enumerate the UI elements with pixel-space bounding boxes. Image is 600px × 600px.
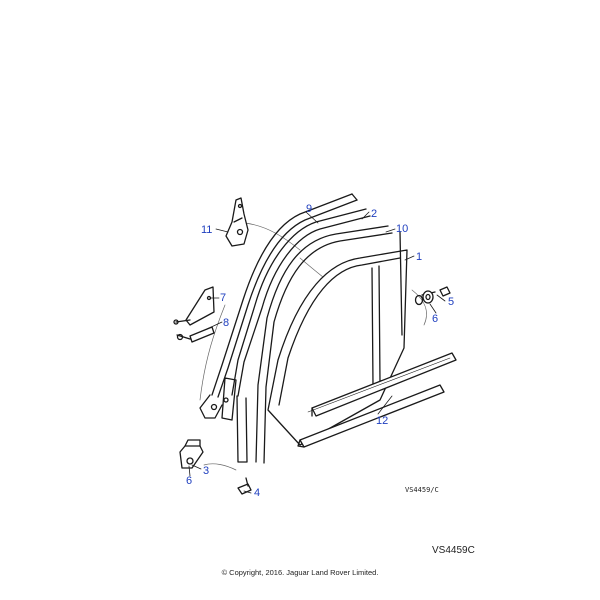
mirror-mount <box>225 197 249 247</box>
clip <box>237 477 252 495</box>
callout-9: 9 <box>306 203 312 215</box>
spacer-strip <box>176 326 215 343</box>
callout-10: 10 <box>396 223 408 235</box>
callout-5: 5 <box>448 296 454 308</box>
callout-4: 4 <box>254 487 260 499</box>
callout-1: 1 <box>416 251 422 263</box>
callout-8: 8 <box>223 317 229 329</box>
copyright-notice: © Copyright, 2016. Jaguar Land Rover Lim… <box>221 568 379 577</box>
callout-11: 11 <box>201 224 212 236</box>
callout-6-right: 6 <box>432 313 438 325</box>
drawing-reference: VS4459/C <box>405 486 439 494</box>
bracket-plate <box>173 286 215 326</box>
callout-6-left: 6 <box>186 475 192 487</box>
callout-7: 7 <box>220 292 226 304</box>
callout-12: 12 <box>376 415 388 427</box>
callout-2: 2 <box>371 208 377 220</box>
waist-seal <box>297 352 457 448</box>
door-seal <box>231 208 371 463</box>
door-frame-channel <box>255 225 403 464</box>
leader-lines <box>188 211 446 494</box>
door-glass <box>267 249 408 446</box>
lower-mount-bracket <box>179 439 204 469</box>
page-reference: VS4459C <box>432 545 475 556</box>
bolt-and-washer <box>414 286 451 306</box>
outer-trim <box>211 193 358 398</box>
lower-bracket <box>199 377 237 421</box>
callout-3: 3 <box>203 465 209 477</box>
